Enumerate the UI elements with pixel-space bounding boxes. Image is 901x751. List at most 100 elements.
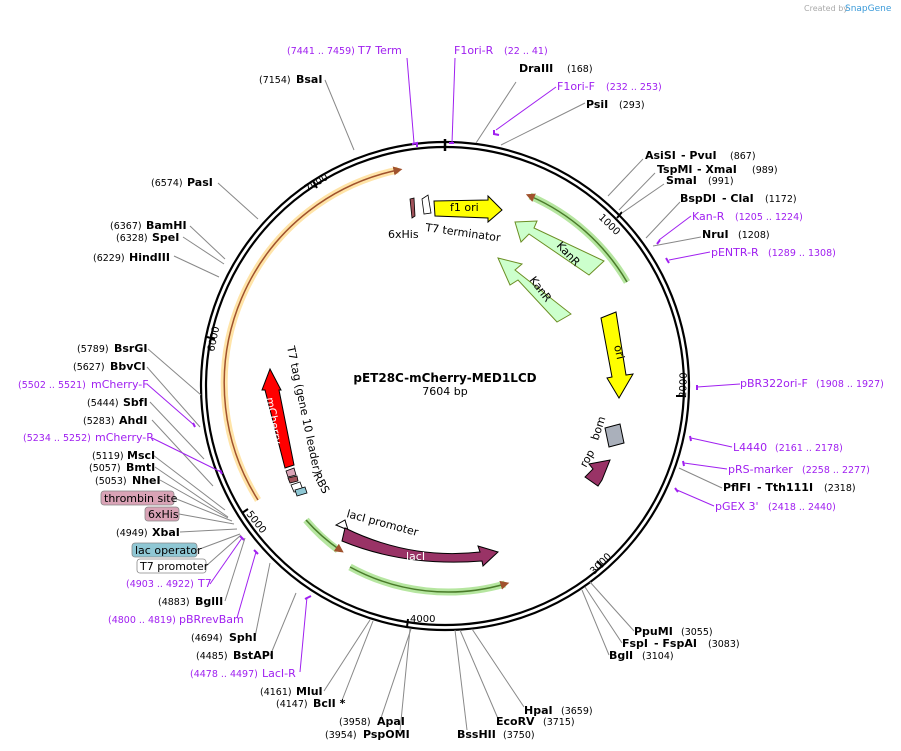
kanr-arrow-1[interactable] bbox=[514, 220, 605, 276]
enzyme-fspi-sep[interactable]: - FspAI bbox=[654, 637, 697, 650]
leader-f1ori-r bbox=[451, 57, 456, 144]
enzyme-bstapi-pos: (4485) bbox=[196, 651, 228, 662]
leader-nhei bbox=[159, 479, 229, 519]
enzyme-ppumi-pos: (3055) bbox=[681, 627, 713, 638]
enzyme-xbai[interactable]: XbaI bbox=[152, 526, 180, 539]
leader-mcherry-r bbox=[151, 437, 222, 473]
leader-spei bbox=[182, 236, 225, 265]
enzyme-bmti[interactable]: BmtI bbox=[126, 461, 155, 474]
enzyme-bamhi[interactable]: BamHI bbox=[146, 219, 187, 232]
enzyme-sphi[interactable]: SphI bbox=[229, 631, 257, 644]
leader-sphi bbox=[254, 562, 271, 638]
enzyme-msci[interactable]: MscI bbox=[127, 449, 155, 462]
lac-operator-box[interactable] bbox=[131, 542, 198, 558]
laci-arrow[interactable] bbox=[341, 527, 499, 567]
leader-bstapi bbox=[269, 592, 297, 657]
t7-promoter-box[interactable] bbox=[136, 558, 207, 574]
tick-label-7000: 7000 bbox=[303, 172, 330, 195]
enzyme-bstapi[interactable]: BstAPI bbox=[233, 649, 274, 662]
enzyme-hpai[interactable]: HpaI bbox=[524, 704, 553, 717]
enzyme-bgli[interactable]: BglI bbox=[609, 649, 633, 662]
enzyme-bspdi-pos: (1172) bbox=[765, 194, 797, 205]
leader-tspmi bbox=[618, 172, 656, 211]
enzyme-nhei[interactable]: NheI bbox=[132, 474, 161, 487]
thrombin-site-box[interactable] bbox=[100, 490, 175, 506]
enzyme-hindiii[interactable]: HindIII bbox=[129, 251, 170, 264]
enzyme-bsrgi[interactable]: BsrGI bbox=[114, 342, 147, 355]
enzyme-bamhi-pos: (6367) bbox=[110, 221, 142, 232]
tick-mark-4000 bbox=[406, 618, 409, 628]
enzyme-apai[interactable]: ApaI bbox=[377, 715, 405, 728]
primer-mcherry-r[interactable]: mCherry-R bbox=[95, 431, 154, 444]
primer-laci-r[interactable]: LacI-R bbox=[262, 667, 296, 680]
f1ori-label: f1 ori bbox=[450, 201, 479, 214]
rop-arrow[interactable] bbox=[584, 459, 611, 487]
mcherry-arrow[interactable] bbox=[261, 367, 295, 469]
primer-mcherry-r-pos: (5234 .. 5252) bbox=[23, 433, 91, 444]
enzyme-pspomi[interactable]: PspOMI bbox=[363, 728, 410, 741]
enzyme-pasi[interactable]: PasI bbox=[187, 176, 213, 189]
enzyme-pflfi-sep[interactable]: - Tth111I bbox=[757, 481, 813, 494]
ori-arrow[interactable] bbox=[600, 311, 634, 399]
plasmid-length: 7604 bp bbox=[422, 385, 467, 398]
enzyme-draiii[interactable]: DraIII bbox=[519, 62, 553, 75]
primer-kan-r[interactable]: Kan-R bbox=[692, 210, 725, 223]
primer-t7[interactable]: T7 bbox=[197, 577, 212, 590]
primer-pbrrevbam[interactable]: pBRrevBam bbox=[179, 613, 244, 626]
leader-bmti bbox=[154, 466, 229, 518]
primer-prs-marker[interactable]: pRS-marker bbox=[728, 463, 793, 476]
enzyme-ecorv[interactable]: EcoRV bbox=[496, 715, 535, 728]
primer-pentr-r[interactable]: pENTR-R bbox=[711, 246, 759, 259]
leader-bbvci bbox=[146, 366, 201, 428]
enzyme-nrui[interactable]: NruI bbox=[702, 228, 729, 241]
enzyme-tspmi-sep[interactable]: - XmaI bbox=[697, 163, 737, 176]
primer-pbr322ori-f[interactable]: pBR322ori-F bbox=[740, 377, 808, 390]
6xhis-top-label: 6xHis bbox=[388, 228, 419, 241]
bom-box[interactable] bbox=[604, 423, 625, 448]
primer-f1ori-r[interactable]: F1ori-R bbox=[454, 44, 494, 57]
enzyme-mlui[interactable]: MluI bbox=[296, 685, 323, 698]
enzyme-bglii[interactable]: BglII bbox=[195, 595, 223, 608]
primer-mcherry-f-pos: (5502 .. 5521) bbox=[18, 380, 86, 391]
leader-f1ori-f bbox=[495, 86, 557, 131]
primer-kan-r-pos: (1205 .. 1224) bbox=[735, 212, 803, 223]
primer-laci-r-pos: (4478 .. 4497) bbox=[190, 669, 258, 680]
enzyme-smai[interactable]: SmaI bbox=[666, 174, 697, 187]
primer-l4440[interactable]: L4440 bbox=[733, 441, 767, 454]
leader-fspi bbox=[584, 586, 623, 644]
enzyme-tspmi[interactable]: TspMI bbox=[657, 163, 693, 176]
enzyme-smai-pos: (991) bbox=[708, 176, 734, 187]
primer-mark-f1ori-f bbox=[493, 130, 500, 136]
f1ori-arrow[interactable] bbox=[433, 194, 503, 224]
enzyme-asisi-sep[interactable]: - PvuI bbox=[681, 149, 717, 162]
primer-pgex3[interactable]: pGEX 3' bbox=[715, 500, 759, 513]
enzyme-ahdi[interactable]: AhdI bbox=[119, 414, 147, 427]
enzyme-asisi[interactable]: AsiSI bbox=[645, 149, 676, 162]
enzyme-bspdi[interactable]: BspDI bbox=[680, 192, 716, 205]
6xhis-box[interactable] bbox=[144, 506, 180, 522]
enzyme-bcli[interactable]: BclI * bbox=[313, 697, 346, 710]
enzyme-psii[interactable]: PsiI bbox=[586, 98, 608, 111]
enzyme-bsai[interactable]: BsaI bbox=[296, 73, 322, 86]
enzyme-spei[interactable]: SpeI bbox=[152, 231, 179, 244]
enzyme-bsshii[interactable]: BssHII bbox=[457, 728, 496, 741]
primer-t7term[interactable]: T7 Term bbox=[357, 44, 402, 57]
primer-mcherry-f[interactable]: mCherry-F bbox=[91, 378, 149, 391]
leader-msci bbox=[152, 454, 226, 511]
enzyme-bspdi-sep[interactable]: - ClaI bbox=[722, 192, 754, 205]
thrombin-mark bbox=[285, 467, 297, 478]
enzyme-pflfi[interactable]: PflFI bbox=[723, 481, 751, 494]
leader-ppumi bbox=[589, 581, 635, 632]
kanr-arrow-2[interactable] bbox=[497, 257, 572, 323]
leader-prs-marker bbox=[683, 462, 728, 470]
leader-sbfi bbox=[149, 401, 205, 460]
enzyme-nhei-pos: (5053) bbox=[95, 476, 127, 487]
enzyme-bbvci[interactable]: BbvCI bbox=[110, 360, 146, 373]
enzyme-fspi[interactable]: FspI bbox=[622, 637, 648, 650]
primer-pbr322ori-f-pos: (1908 .. 1927) bbox=[816, 379, 884, 390]
leader-ecorv bbox=[459, 629, 500, 722]
leader-bspdi bbox=[645, 201, 681, 239]
primer-f1ori-f[interactable]: F1ori-F bbox=[557, 80, 595, 93]
enzyme-ppumi[interactable]: PpuMI bbox=[634, 625, 673, 638]
enzyme-sbfi[interactable]: SbfI bbox=[123, 396, 148, 409]
